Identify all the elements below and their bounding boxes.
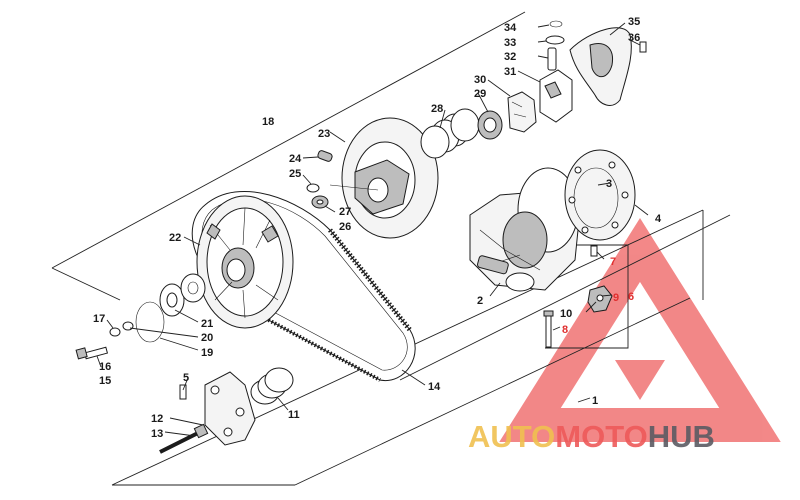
bearing-29 [477, 110, 503, 140]
callout-13: 13 [151, 428, 163, 440]
callout-16: 16 [99, 361, 111, 373]
detail-box-7-10 [545, 244, 629, 349]
callout-27: 27 [339, 206, 351, 218]
cover-35 [569, 27, 632, 106]
callout-22: 22 [169, 232, 181, 244]
washer-25 [306, 183, 320, 193]
svg-text:AUTOMOTOHUB: AUTOMOTOHUB [468, 419, 715, 454]
drive-clutch [469, 167, 581, 292]
callout-29: 29 [474, 88, 486, 100]
bolt-15-16 [75, 346, 109, 360]
callout-18: 18 [262, 116, 274, 128]
bolt-8 [543, 310, 554, 348]
callout-21: 21 [201, 318, 213, 330]
callout-17: 17 [93, 313, 105, 325]
bolt-12-13 [159, 423, 209, 454]
washer-17 [109, 327, 121, 337]
washer-21 [159, 283, 185, 317]
callout-7: 7 [610, 256, 616, 268]
callout-31: 31 [504, 66, 516, 78]
callout-15: 15 [99, 375, 111, 387]
callout-23: 23 [318, 128, 330, 140]
callout-34: 34 [504, 22, 517, 34]
cam-31 [539, 69, 573, 123]
callout-1: 1 [592, 395, 598, 407]
watermark-hub: HUB [648, 419, 715, 454]
callout-19: 19 [201, 347, 213, 359]
cam-30 [507, 91, 537, 133]
roller-pin-24 [317, 150, 333, 162]
callout-12: 12 [151, 413, 163, 425]
spring-11 [250, 367, 294, 405]
bolt-5 [179, 384, 187, 400]
callout-10: 10 [560, 308, 572, 320]
callout-35: 35 [628, 16, 640, 28]
callout-25: 25 [289, 168, 301, 180]
callout-4: 4 [655, 213, 662, 225]
washer-33 [545, 35, 565, 45]
callout-8: 8 [562, 324, 568, 336]
callout-26: 26 [339, 221, 351, 233]
callout-3: 3 [606, 178, 612, 190]
washer-21b [180, 273, 206, 303]
watermark-logo-text: AUTOMOTOHUB [468, 419, 715, 454]
fixed-sheave [329, 117, 439, 239]
spacer-20 [122, 321, 134, 331]
callout-14: 14 [428, 381, 441, 393]
callout-20: 20 [201, 332, 213, 344]
callout-32: 32 [504, 51, 516, 63]
callout-28: 28 [431, 103, 443, 115]
callout-33: 33 [504, 37, 516, 49]
weight-arm-6-9 [587, 285, 613, 313]
watermark-logo-triangle [499, 218, 781, 442]
callout-9: 9 [613, 292, 619, 304]
pin-7 [590, 245, 598, 257]
cover-plate-4 [564, 149, 636, 241]
bolt-36 [639, 41, 647, 53]
callout-36: 36 [628, 32, 640, 44]
ring-19 [135, 301, 165, 343]
shaft-32 [547, 47, 557, 71]
watermark-moto: MOTO [555, 419, 647, 454]
driven-sheave [196, 195, 294, 329]
callout-11: 11 [288, 409, 300, 421]
watermark-auto: AUTO [468, 419, 555, 454]
callout-30: 30 [474, 74, 486, 86]
callout-6: 6 [628, 291, 634, 303]
leader-lines [96, 22, 649, 437]
bracket-assembly [204, 371, 256, 446]
callout-24: 24 [289, 153, 302, 165]
assembly-outline-18 [51, 11, 731, 381]
roller-26-27 [311, 195, 329, 209]
callout-numbers: 1 2 3 4 5 6 7 8 9 10 11 12 13 14 15 16 1… [93, 16, 662, 440]
callout-2: 2 [477, 295, 483, 307]
callout-5: 5 [183, 372, 189, 384]
spring-28 [420, 108, 480, 159]
ring-34 [549, 20, 563, 28]
